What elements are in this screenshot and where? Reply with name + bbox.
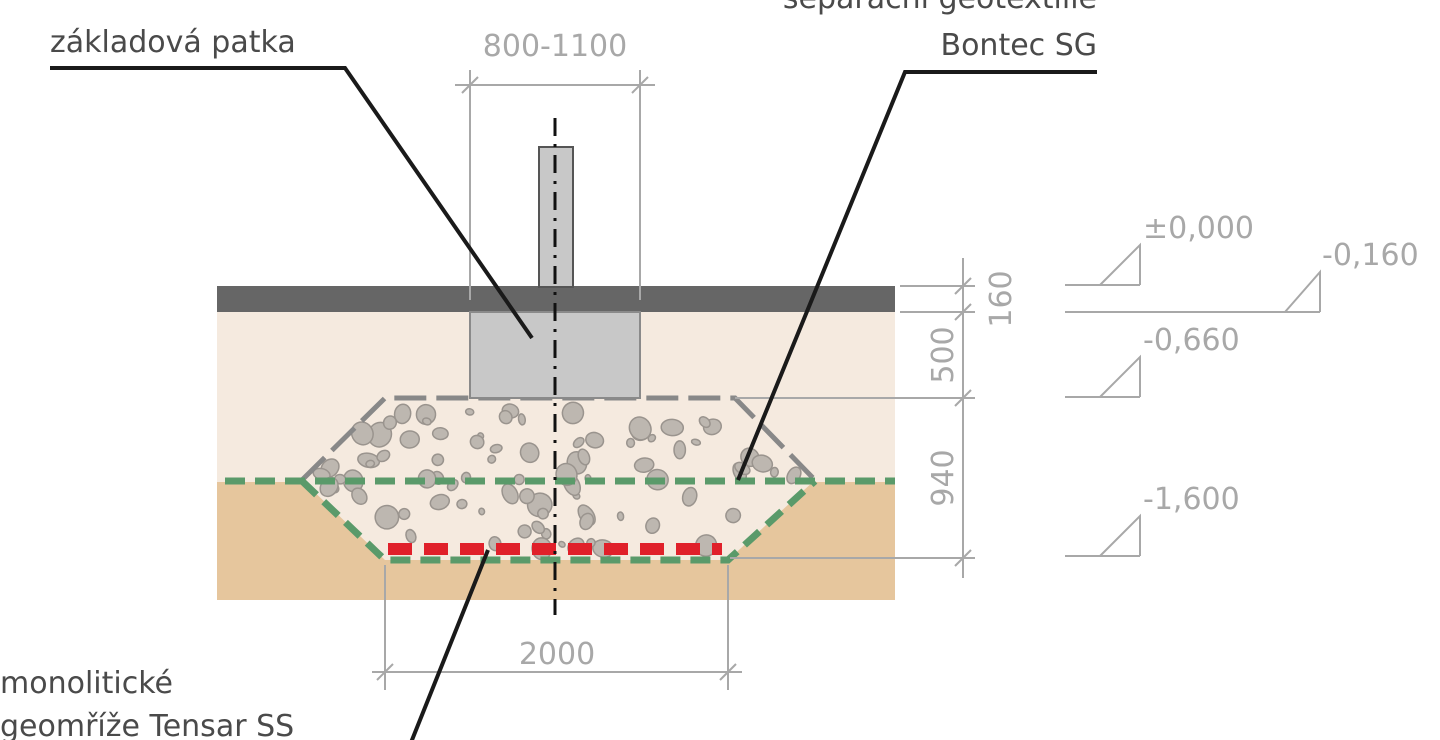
svg-text:160: 160 xyxy=(984,270,1019,327)
gravel-stone xyxy=(537,507,549,520)
gravel-stone xyxy=(382,415,398,431)
gravel-stone xyxy=(681,486,698,507)
vertical-dimensions: 160 500 940 xyxy=(730,258,1019,578)
gravel-stone xyxy=(376,449,391,463)
gravel-stone xyxy=(517,524,532,539)
gravel-stone xyxy=(673,440,687,460)
gravel-stone xyxy=(513,473,525,486)
gravel-stone xyxy=(464,407,475,416)
level-marker-1: -0,160 xyxy=(1065,238,1419,313)
gravel-stone xyxy=(751,454,774,473)
gravel-stone xyxy=(645,517,661,535)
level-marker-3: -1,600 xyxy=(1065,482,1240,557)
gravel-stone xyxy=(585,431,605,449)
leader-geotextile xyxy=(736,70,1097,481)
gravel-stone xyxy=(393,403,412,425)
gravel-stone xyxy=(660,418,685,437)
excavation-outline xyxy=(300,395,817,482)
svg-text:940: 940 xyxy=(926,449,961,506)
gravel-stone xyxy=(769,466,779,478)
leader-footing xyxy=(50,66,534,340)
gravel-stone xyxy=(698,416,711,429)
svg-text:-0,160: -0,160 xyxy=(1322,238,1419,273)
gravel-stone xyxy=(616,511,625,522)
gravel-stone xyxy=(429,493,451,511)
gravel-stone xyxy=(469,434,485,450)
gravel-stone xyxy=(501,483,519,505)
gravel-stone xyxy=(725,507,742,524)
gravel-stone xyxy=(399,430,421,449)
dimension-footing-width: 800-1100 xyxy=(455,29,655,300)
gravel-stone xyxy=(517,413,527,426)
gravel-stone xyxy=(351,487,368,506)
label-geogrid-1: monolitické xyxy=(0,666,173,701)
svg-text:2000: 2000 xyxy=(519,637,595,672)
gravel-stone xyxy=(579,512,595,531)
gravel-stones xyxy=(312,401,802,561)
gravel-stone xyxy=(531,520,546,535)
gravel-stone xyxy=(456,498,468,510)
dimension-base-width: 2000 xyxy=(372,565,742,690)
gravel-stone xyxy=(498,409,513,425)
gravel-stone xyxy=(519,442,540,464)
gravel-stone xyxy=(572,436,585,449)
gravel-stone xyxy=(478,507,486,516)
label-geotextile-2: Bontec SG xyxy=(941,28,1098,63)
label-geogrid-2: geomříže Tensar SS xyxy=(0,709,294,740)
gravel-stone xyxy=(577,448,591,466)
gravel-stone xyxy=(365,459,376,468)
gravel-stone xyxy=(625,437,636,449)
gravel-stone xyxy=(489,443,503,454)
level-marker-2: -0,660 xyxy=(1065,323,1240,398)
gravel-stone xyxy=(431,426,449,441)
leader-geogrid xyxy=(409,549,490,740)
gravel-stone xyxy=(487,454,497,464)
gravel-stone xyxy=(374,504,400,530)
gravel-stone xyxy=(405,528,417,544)
gravel-stone xyxy=(350,421,374,446)
gravel-stone xyxy=(431,453,445,467)
gravel-stone xyxy=(561,401,585,425)
gravel-stone xyxy=(558,540,566,548)
label-geotextile-1: separační geotextilie xyxy=(783,0,1097,16)
gravel-stone xyxy=(633,457,655,473)
svg-text:-0,660: -0,660 xyxy=(1143,323,1240,358)
gravel-stone xyxy=(647,433,657,443)
svg-text:800-1100: 800-1100 xyxy=(483,29,627,64)
gravel-stone xyxy=(690,438,702,446)
svg-text:-1,600: -1,600 xyxy=(1143,482,1240,517)
label-footing: základová patka xyxy=(50,25,296,60)
level-marker-0: ±0,000 xyxy=(1065,211,1254,286)
svg-text:±0,000: ±0,000 xyxy=(1143,211,1254,246)
gravel-stone xyxy=(628,416,652,441)
gravel-stone xyxy=(421,417,432,426)
geotextile-wrap xyxy=(299,478,818,564)
svg-text:500: 500 xyxy=(926,326,961,383)
gravel-stone xyxy=(519,488,535,505)
